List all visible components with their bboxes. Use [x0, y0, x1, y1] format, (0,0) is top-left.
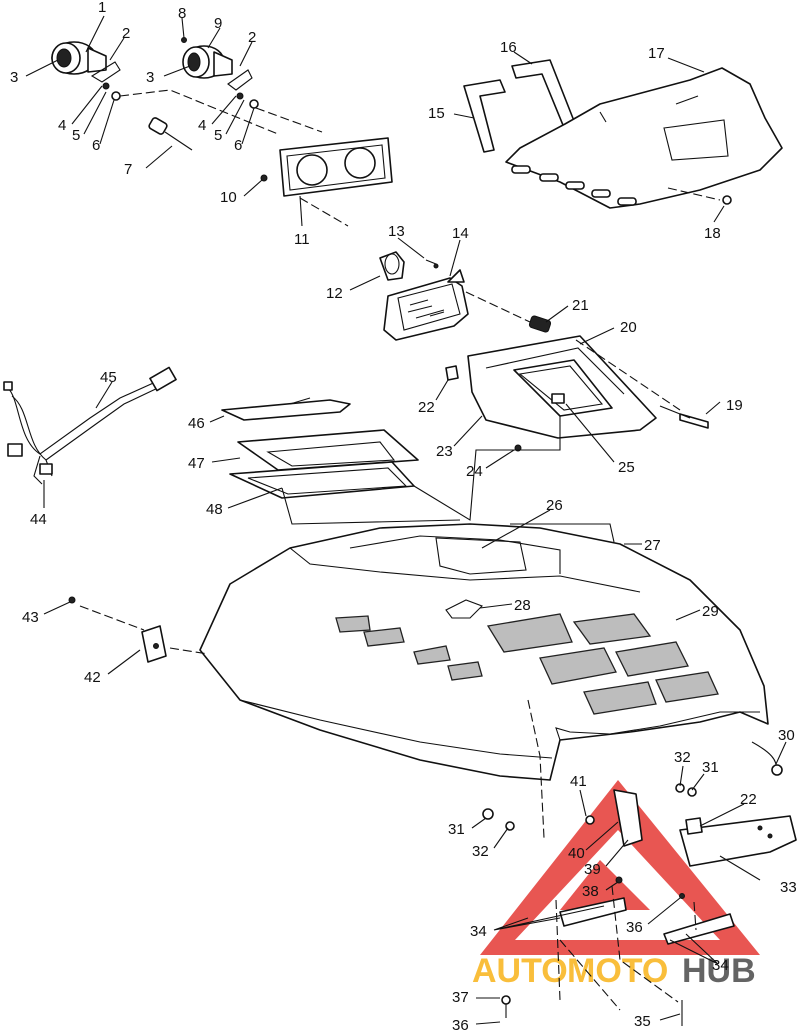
callout-46: 46 [188, 415, 205, 432]
wiring-harness [3, 366, 177, 485]
callout-26: 26 [546, 497, 563, 514]
callout-3b: 3 [146, 69, 154, 86]
headlight [379, 251, 469, 341]
lower-bracket-assembly [482, 783, 797, 1026]
callout-4a: 4 [58, 117, 66, 134]
callout-48: 48 [206, 501, 223, 518]
callout-39: 39 [584, 861, 601, 878]
spring-part [528, 315, 552, 333]
callout-1: 1 [98, 0, 106, 16]
callout-27: 27 [644, 537, 661, 554]
callout-2a: 2 [122, 25, 130, 42]
callout-25: 25 [618, 459, 635, 476]
callout-33: 33 [780, 879, 797, 896]
callout-28: 28 [514, 597, 531, 614]
callout-29: 29 [702, 603, 719, 620]
callout-labels: 1 2 3 4 5 6 8 9 2 3 4 5 6 7 10 11 15 16 … [10, 0, 797, 1034]
callout-36b: 36 [452, 1017, 469, 1034]
callout-14: 14 [452, 225, 469, 242]
callout-31a: 31 [702, 759, 719, 776]
hook-part [751, 741, 783, 776]
callout-42: 42 [84, 669, 101, 686]
callout-24: 24 [466, 463, 483, 480]
callout-16: 16 [500, 39, 517, 56]
callout-2b: 2 [248, 29, 256, 46]
main-hood [199, 523, 769, 839]
callout-7: 7 [124, 161, 132, 178]
callout-19: 19 [726, 397, 743, 414]
callout-43: 43 [22, 609, 39, 626]
callout-8: 8 [178, 5, 186, 22]
callout-3a: 3 [10, 69, 18, 86]
callout-13: 13 [388, 223, 405, 240]
leader-lines [25, 15, 787, 1025]
callout-36a: 36 [626, 919, 643, 936]
watermark-text-moto: MOTO [567, 952, 668, 990]
windshield [463, 59, 783, 209]
callout-9: 9 [214, 15, 222, 32]
callout-37: 37 [452, 989, 469, 1006]
callout-31b: 31 [448, 821, 465, 838]
hood-panels [221, 397, 419, 499]
callout-5b: 5 [214, 127, 222, 144]
callout-18: 18 [704, 225, 721, 242]
callout-23: 23 [436, 443, 453, 460]
bulb-socket-part [148, 117, 193, 151]
callout-40: 40 [568, 845, 585, 862]
callout-32b: 32 [472, 843, 489, 860]
callout-17: 17 [648, 45, 665, 62]
callout-15: 15 [428, 105, 445, 122]
callout-11: 11 [294, 231, 310, 248]
side-bracket [68, 596, 167, 663]
callout-4b: 4 [198, 117, 206, 134]
gauge-left [51, 41, 121, 101]
callout-6a: 6 [92, 137, 100, 154]
gauge-right [181, 37, 259, 109]
callout-32a: 32 [674, 749, 691, 766]
callout-45: 45 [100, 369, 117, 386]
callout-10: 10 [220, 189, 237, 206]
callout-20: 20 [620, 319, 637, 336]
callout-6b: 6 [234, 137, 242, 154]
watermark-text-auto: AUTO [472, 952, 568, 990]
callout-41: 41 [570, 773, 587, 790]
callout-35: 35 [634, 1013, 651, 1030]
callout-34a: 34 [470, 923, 487, 940]
callout-22b: 22 [740, 791, 757, 808]
callout-30: 30 [778, 727, 795, 744]
gauge-bezel [260, 137, 393, 197]
watermark-text-hub: HUB [682, 952, 756, 990]
callout-47: 47 [188, 455, 205, 472]
headlight-housing [445, 335, 709, 452]
callout-21: 21 [572, 297, 589, 314]
watermark-inner-triangle-icon [560, 860, 650, 910]
callout-44: 44 [30, 511, 47, 528]
callout-12: 12 [326, 285, 343, 302]
callout-5a: 5 [72, 127, 80, 144]
callout-22a: 22 [418, 399, 435, 416]
callout-34b: 34 [712, 957, 729, 974]
callout-38: 38 [582, 883, 599, 900]
